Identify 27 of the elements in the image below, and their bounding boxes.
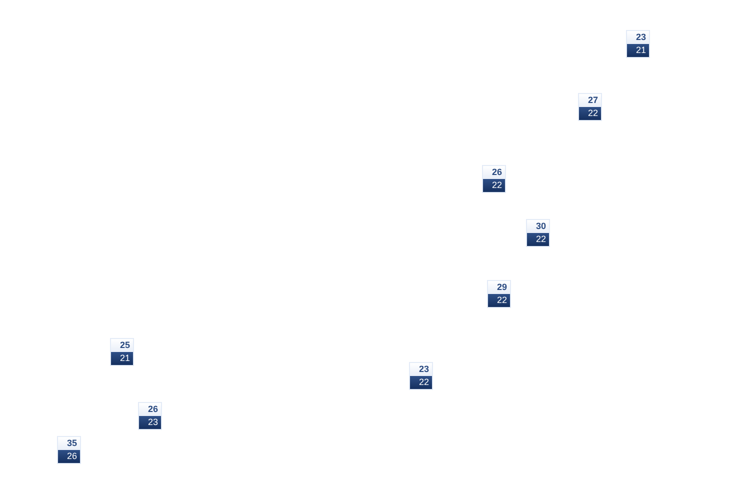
temperature-tag xyxy=(57,436,81,464)
low-temperature: 21 xyxy=(627,44,649,57)
low-temperature: 22 xyxy=(410,376,432,389)
temperature-tag xyxy=(526,219,550,247)
high-temperature: 23 xyxy=(627,31,649,44)
high-temperature: 26 xyxy=(139,403,161,416)
temperature-tag xyxy=(138,402,162,430)
low-temperature: 22 xyxy=(488,294,510,307)
temperature-tag xyxy=(487,280,511,308)
high-temperature: 23 xyxy=(410,363,432,376)
high-temperature: 25 xyxy=(111,339,133,352)
high-temperature: 26 xyxy=(483,166,505,179)
low-temperature: 23 xyxy=(139,416,161,429)
low-temperature: 22 xyxy=(483,179,505,192)
high-temperature: 29 xyxy=(488,281,510,294)
temperature-tag xyxy=(626,30,650,58)
low-temperature: 22 xyxy=(527,233,549,246)
high-temperature: 30 xyxy=(527,220,549,233)
temperature-tag xyxy=(409,362,433,390)
temperature-tag xyxy=(110,338,134,366)
temperature-tag xyxy=(578,93,602,121)
low-temperature: 21 xyxy=(111,352,133,365)
high-temperature: 27 xyxy=(579,94,601,107)
high-temperature: 35 xyxy=(58,437,80,450)
low-temperature: 22 xyxy=(579,107,601,120)
low-temperature: 26 xyxy=(58,450,80,463)
temperature-tag xyxy=(482,165,506,193)
